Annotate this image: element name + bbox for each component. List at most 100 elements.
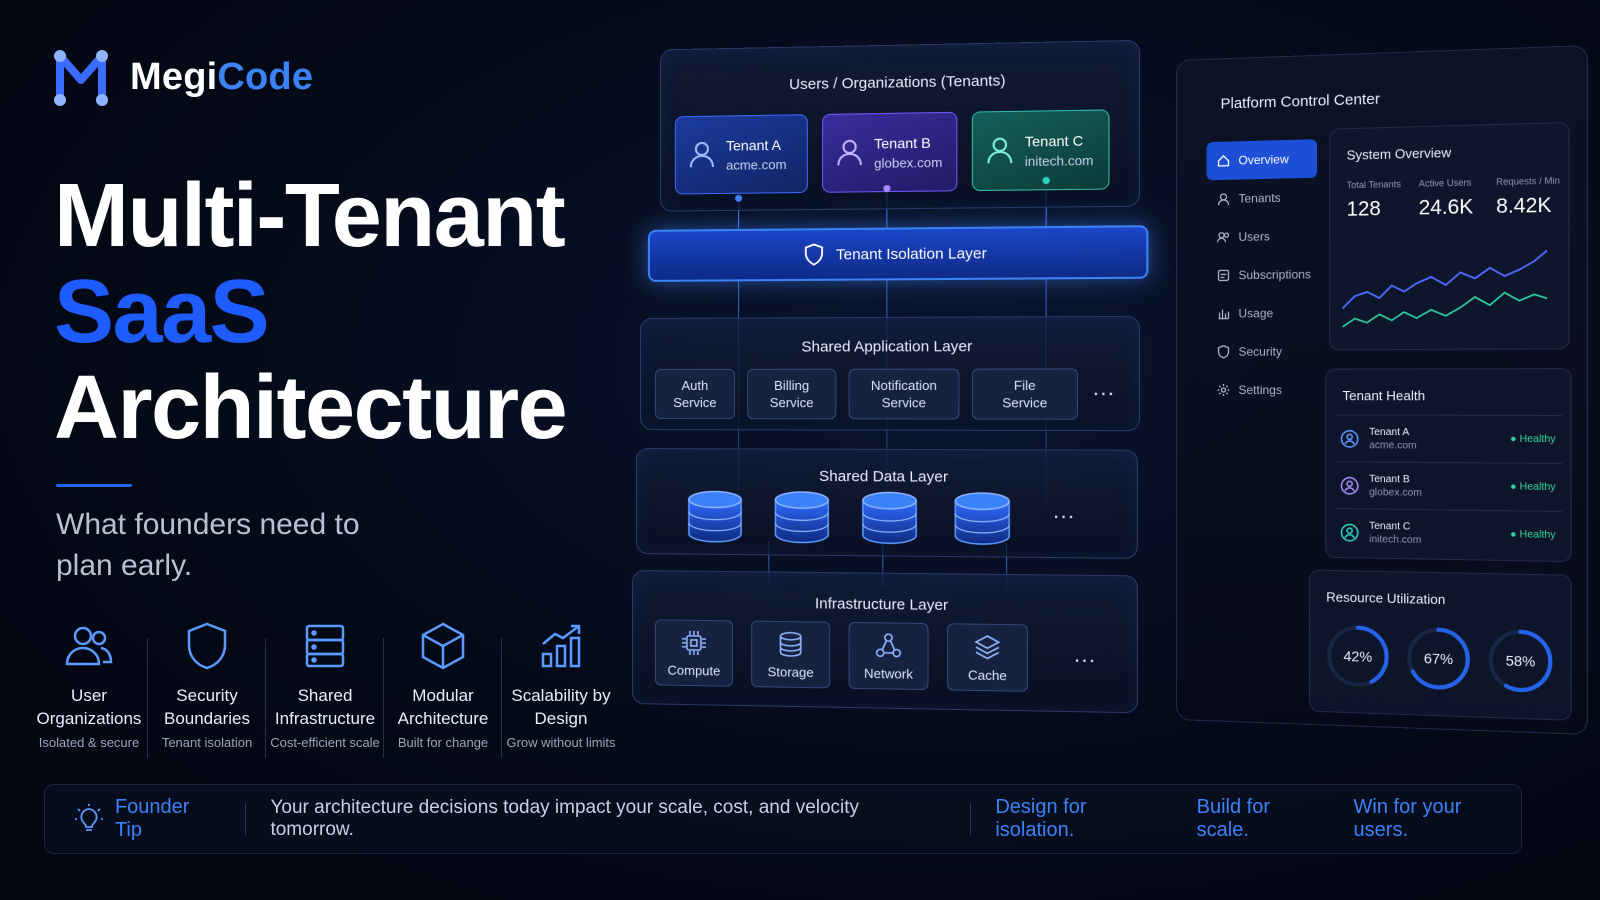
service-file[interactable]: File Service [971, 368, 1079, 420]
status-badge: ● Healthy [1510, 481, 1556, 494]
stat-value: 24.6K [1418, 195, 1474, 220]
database-icon [953, 491, 1011, 547]
application-layer-title: Shared Application Layer [801, 337, 973, 356]
shield-icon [803, 243, 823, 265]
home-icon [1217, 154, 1231, 168]
nav-label: Tenants [1238, 190, 1281, 206]
system-overview-card: System Overview Total Tenants 128 Active… [1329, 121, 1570, 351]
infra-label: Network [864, 665, 913, 682]
service-notification[interactable]: Notification Service [848, 368, 960, 420]
tip-text: Your architecture decisions today impact… [270, 797, 860, 840]
feature-subtitle: Tenant isolation [161, 735, 253, 750]
tip-slogan: Win for your users. [1353, 796, 1462, 841]
network-icon [874, 631, 903, 660]
feature-title: Modular Architecture [397, 686, 489, 728]
feature-subtitle: Cost-efficient scale [270, 735, 380, 750]
infra-cache[interactable]: Cache [947, 623, 1028, 692]
database-icon [861, 490, 918, 545]
stat-label: Total Tenants [1346, 178, 1401, 191]
feature-title: User Organizations [36, 686, 142, 728]
tenants-icon [1217, 192, 1231, 206]
shield-icon [1217, 345, 1231, 359]
tenant-name: Tenant C [1024, 131, 1084, 150]
stat-requests-per-min: Requests / Min 8.42K [1496, 175, 1560, 219]
server-icon [305, 624, 345, 668]
connector-node [735, 194, 743, 202]
more-databases-icon: ... [1052, 497, 1076, 524]
user-icon [985, 134, 1014, 167]
nav-tenants[interactable]: Tenants [1207, 178, 1317, 219]
stat-value: 128 [1346, 197, 1381, 221]
cube-icon [421, 622, 465, 670]
status-badge: ● Healthy [1510, 433, 1556, 446]
divider [245, 803, 247, 835]
card-icon [1217, 268, 1231, 282]
nav-security[interactable]: Security [1207, 332, 1317, 371]
hero-line-3: Architecture [54, 358, 568, 458]
hero-line-1: Multi-Tenant [54, 166, 566, 266]
feature-subtitle: Built for change [397, 735, 489, 750]
tip-slogan: Design for isolation. [995, 796, 1087, 841]
stat-value: 8.42K [1496, 194, 1552, 219]
infra-network[interactable]: Network [848, 621, 929, 691]
health-tenant-name: Tenant A [1369, 426, 1410, 438]
stat-label: Requests / Min [1496, 175, 1560, 188]
sidebar-nav: Overview Tenants Users Subscriptions Usa… [1206, 139, 1318, 410]
gauge-value: 42% [1343, 647, 1373, 665]
infra-storage[interactable]: Storage [751, 620, 831, 689]
health-tenant-domain: acme.com [1369, 439, 1417, 452]
gauge-2: 67% [1404, 624, 1473, 694]
nav-users[interactable]: Users [1207, 216, 1317, 256]
feature-item: Shared Infrastructure Cost-efficient sca… [266, 620, 384, 758]
health-tenant-name: Tenant C [1369, 520, 1411, 533]
health-tenant-domain: initech.com [1369, 533, 1422, 546]
infra-label: Cache [967, 666, 1007, 683]
gauge-value: 58% [1505, 652, 1536, 670]
stat-active-users: Active Users 24.6K [1419, 177, 1474, 220]
health-tenant-name: Tenant B [1369, 473, 1410, 485]
feature-item: Scalability by Design Grow without limit… [502, 620, 620, 750]
gear-icon [1217, 383, 1231, 397]
infrastructure-layer: Infrastructure Layer Compute Storage Net… [631, 570, 1138, 714]
user-icon [835, 137, 864, 170]
user-icon [1340, 476, 1358, 495]
hero-title: Multi-Tenant SaaS Architecture [54, 166, 568, 458]
tenant-isolation-layer[interactable]: Tenant Isolation Layer [647, 225, 1149, 282]
card-title: System Overview [1346, 144, 1452, 163]
nav-label: Users [1238, 229, 1270, 245]
nav-overview[interactable]: Overview [1206, 139, 1318, 181]
card-title: Resource Utilization [1326, 589, 1446, 608]
shield-icon [187, 622, 227, 670]
infra-compute[interactable]: Compute [654, 619, 734, 687]
feature-subtitle: Isolated & secure [38, 735, 140, 750]
lightbulb-icon [74, 804, 103, 831]
feature-subtitle: Grow without limits [506, 735, 616, 750]
stat-total-tenants: Total Tenants 128 [1347, 179, 1401, 222]
feature-title: Scalability by Design [511, 686, 611, 728]
more-infra-icon: ... [1073, 641, 1097, 668]
service-billing[interactable]: Billing Service [747, 368, 837, 420]
hero-subtitle: What founders need to plan early. [56, 508, 360, 582]
card-title: Tenant Health [1342, 387, 1426, 404]
nav-label: Overview [1238, 152, 1289, 168]
nav-subscriptions[interactable]: Subscriptions [1207, 255, 1317, 295]
nav-usage[interactable]: Usage [1207, 294, 1317, 333]
nav-label: Usage [1238, 306, 1274, 321]
feature-list: User Organizations Isolated & secure Sec… [30, 620, 620, 758]
bar-chart-icon [1217, 307, 1231, 321]
control-center-panel: Platform Control Center Overview Tenants… [1176, 45, 1588, 735]
nav-label: Settings [1238, 382, 1282, 398]
service-auth[interactable]: Auth Service [654, 368, 736, 420]
data-layer-title: Shared Data Layer [819, 467, 949, 486]
isolation-label: Tenant Isolation Layer [835, 244, 987, 263]
sparkline-green [1342, 292, 1547, 327]
tenants-layer-title: Users / Organizations (Tenants) [789, 72, 1006, 94]
nav-settings[interactable]: Settings [1207, 371, 1317, 410]
